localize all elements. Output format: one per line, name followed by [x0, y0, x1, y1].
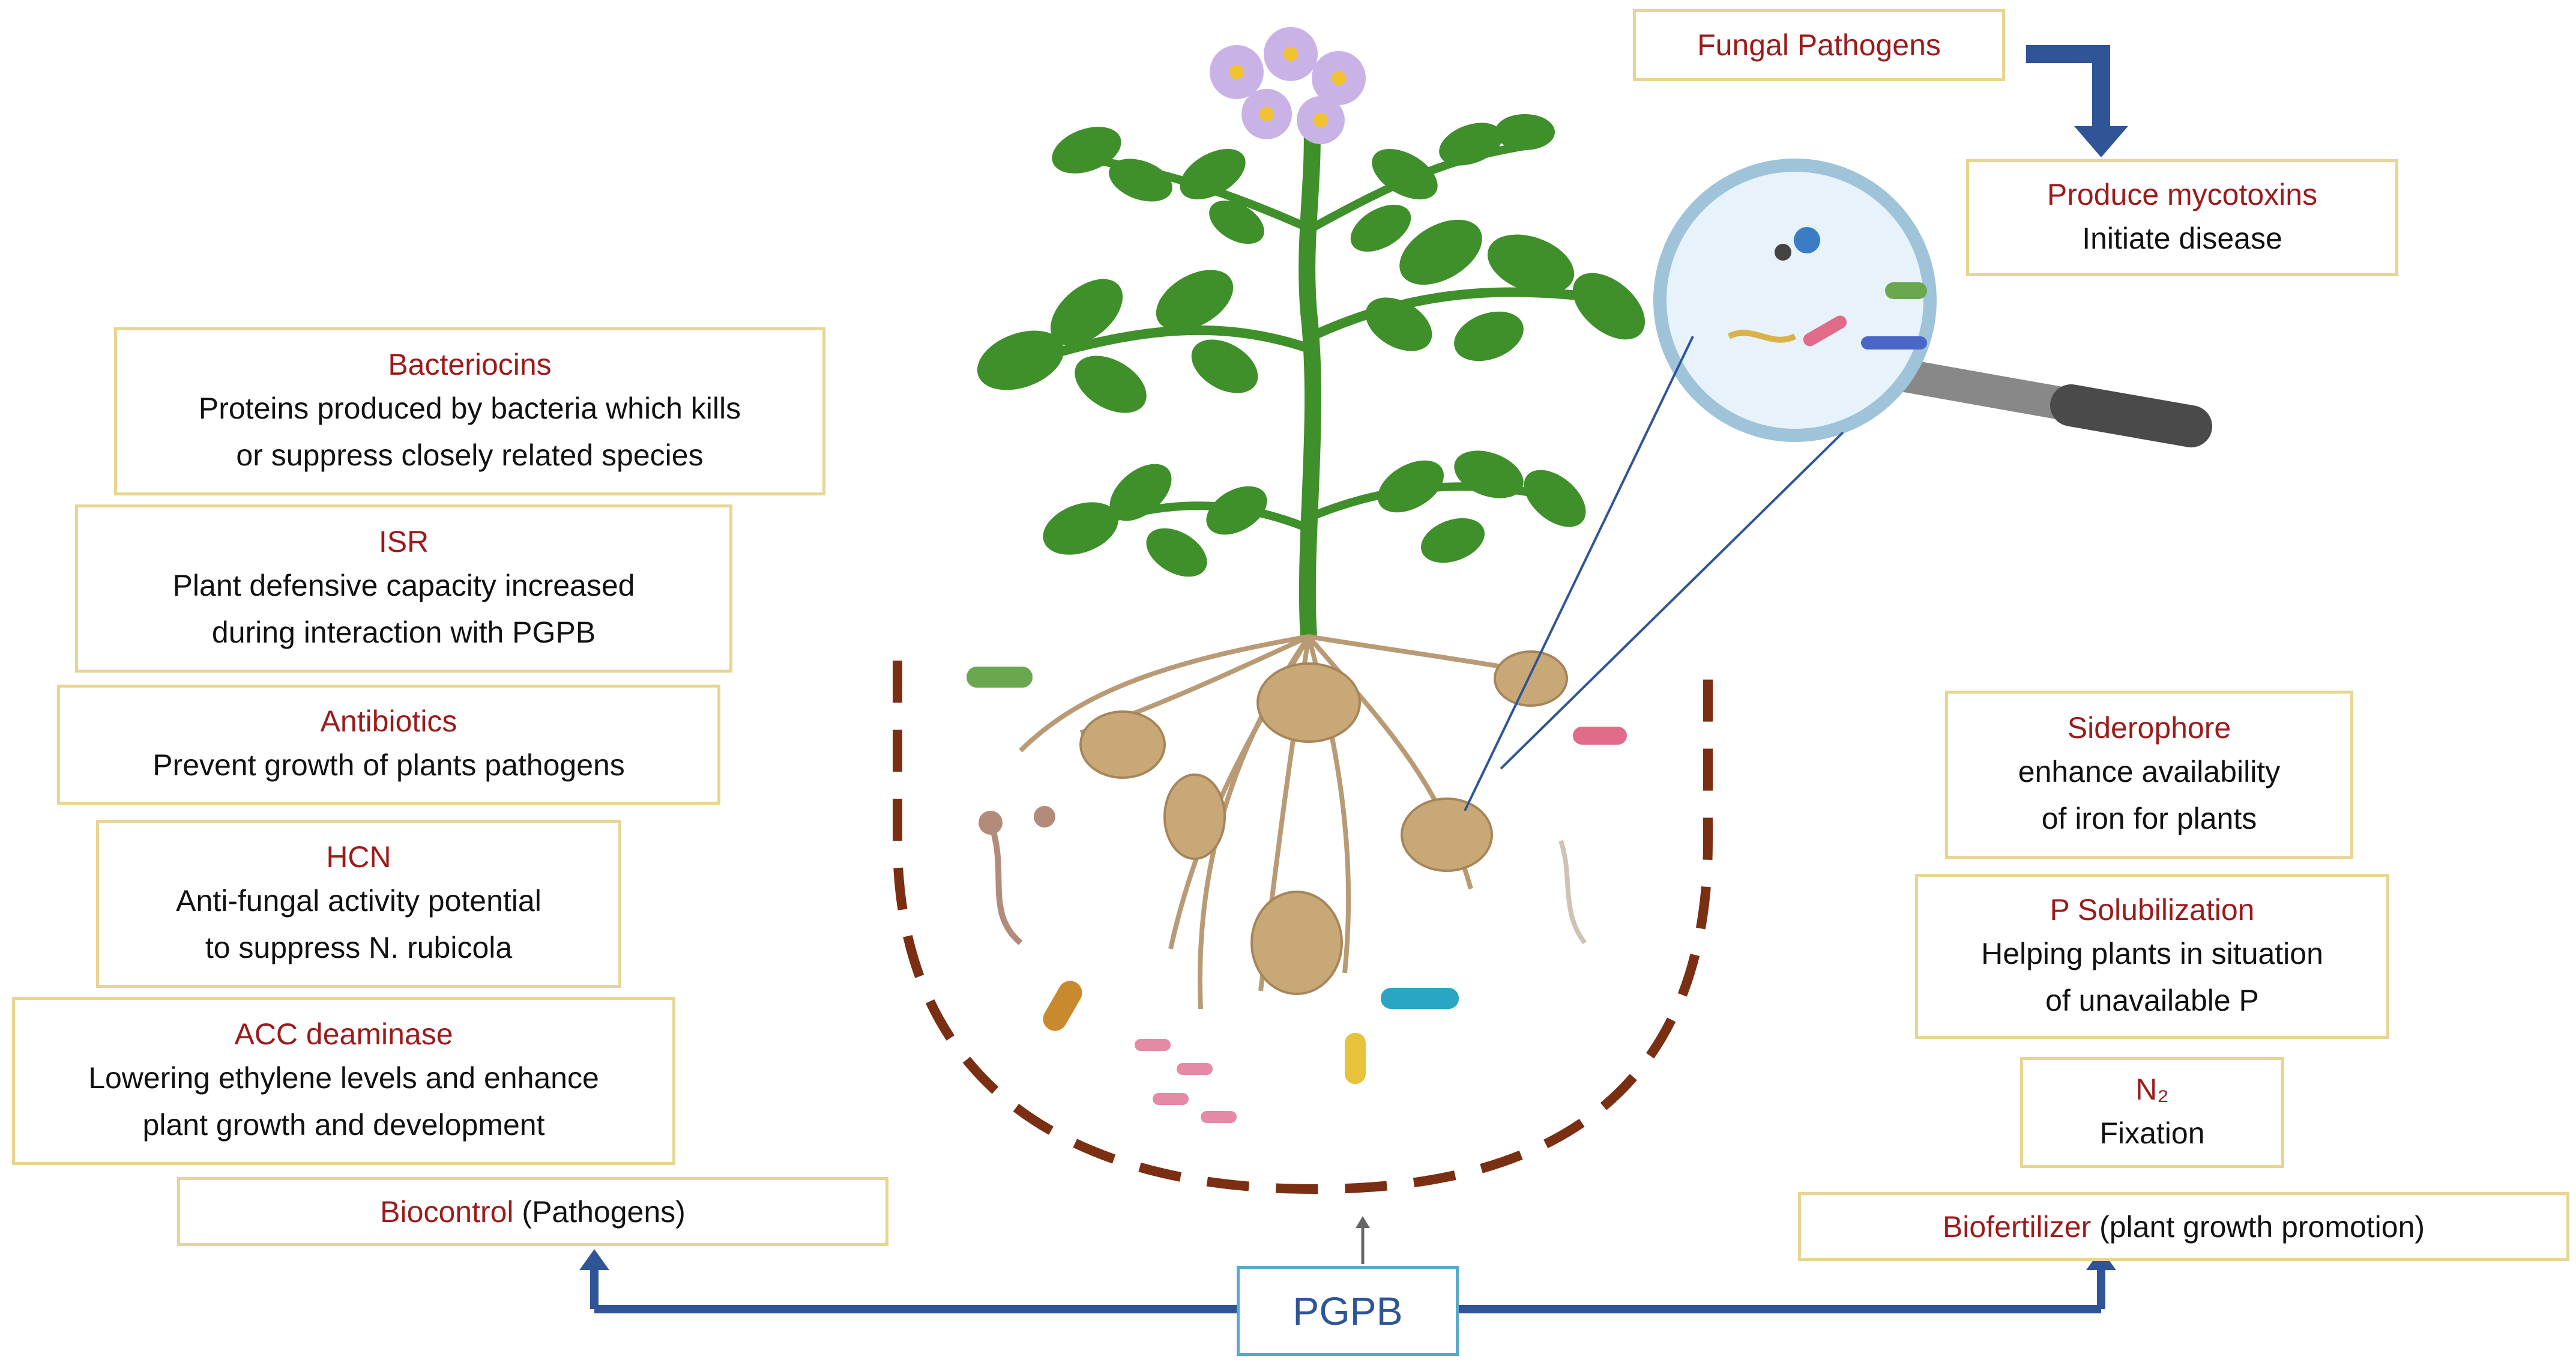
- hcn-line-2: to suppress N. rubicola: [205, 931, 513, 964]
- hcn-box: HCN Anti-fungal activity potential to su…: [96, 820, 621, 988]
- p-solubilization-line-1: Helping plants in situation: [1981, 936, 2323, 970]
- potato-tubers: [1079, 650, 1568, 995]
- bacteriocins-line-1: Proteins produced by bacteria which kill…: [198, 392, 741, 425]
- fungal-pathogens-title: Fungal Pathogens: [1697, 28, 1941, 62]
- bacteriocins-title: Bacteriocins: [388, 348, 552, 381]
- soil-boundary: [893, 661, 1713, 1194]
- siderophore-line-2: of iron for plants: [2041, 802, 2257, 835]
- acc-deaminase-line-1: Lowering ethylene levels and enhance: [88, 1061, 599, 1095]
- p-solubilization-line-2: of unavailable P: [2045, 983, 2259, 1017]
- biocontrol-label: Biocontrol: [380, 1194, 514, 1229]
- magnifier-icon: [1653, 159, 2212, 447]
- p-solubilization-title: P Solubilization: [2050, 892, 2255, 927]
- fungal-arrow: [2026, 45, 2110, 126]
- pgpb-box: PGPB: [1237, 1266, 1459, 1356]
- leaf-cluster: [977, 114, 1645, 577]
- mycotoxins-desc: Initiate disease: [2082, 221, 2282, 255]
- p-solubilization-box: P Solubilization Helping plants in situa…: [1915, 874, 2389, 1039]
- isr-line-2: during interaction with PGPB: [211, 616, 596, 649]
- microbes: [967, 667, 1627, 1123]
- n2-title: N₂: [2135, 1072, 2169, 1106]
- antibiotics-line-1: Prevent growth of plants pathogens: [152, 748, 625, 782]
- biocontrol-sublabel: (Pathogens): [522, 1194, 686, 1229]
- siderophore-box: Siderophore enhance availability of iron…: [1945, 691, 2353, 859]
- pgpb-label: PGPB: [1293, 1289, 1403, 1333]
- bacteriocins-line-2: or suppress closely related species: [236, 438, 704, 472]
- acc-deaminase-title: ACC deaminase: [234, 1017, 453, 1051]
- biofertilizer-box: Biofertilizer (plant growth promotion): [1798, 1192, 2569, 1261]
- isr-box: ISR Plant defensive capacity increased d…: [75, 504, 732, 673]
- fungal-pathogens-box: Fungal Pathogens: [1633, 9, 2005, 81]
- siderophore-line-1: enhance availability: [2018, 755, 2281, 788]
- antibiotics-title: Antibiotics: [320, 704, 457, 738]
- mycotoxins-box: Produce mycotoxins Initiate disease: [1966, 159, 2398, 276]
- isr-line-1: Plant defensive capacity increased: [172, 569, 635, 602]
- acc-deaminase-line-2: plant growth and development: [142, 1108, 545, 1142]
- biocontrol-box: Biocontrol (Pathogens): [177, 1177, 888, 1246]
- siderophore-title: Siderophore: [2067, 711, 2231, 745]
- plant-stem: [1299, 120, 1322, 637]
- bacteriocins-box: Bacteriocins Proteins produced by bacter…: [114, 327, 825, 495]
- biofertilizer-label: Biofertilizer: [1942, 1209, 2092, 1244]
- n2-line-1: Fixation: [2099, 1116, 2205, 1150]
- hcn-title: HCN: [326, 840, 391, 874]
- n2-fixation-box: N₂ Fixation: [2020, 1057, 2284, 1168]
- mycotoxins-title: Produce mycotoxins: [2047, 177, 2318, 211]
- flower-cluster: [1210, 27, 1366, 144]
- biofertilizer-sublabel: (plant growth promotion): [2099, 1209, 2425, 1244]
- isr-title: ISR: [378, 525, 429, 558]
- antibiotics-box: Antibiotics Prevent growth of plants pat…: [57, 685, 720, 805]
- hcn-line-1: Anti-fungal activity potential: [176, 884, 541, 918]
- acc-deaminase-box: ACC deaminase Lowering ethylene levels a…: [12, 997, 675, 1165]
